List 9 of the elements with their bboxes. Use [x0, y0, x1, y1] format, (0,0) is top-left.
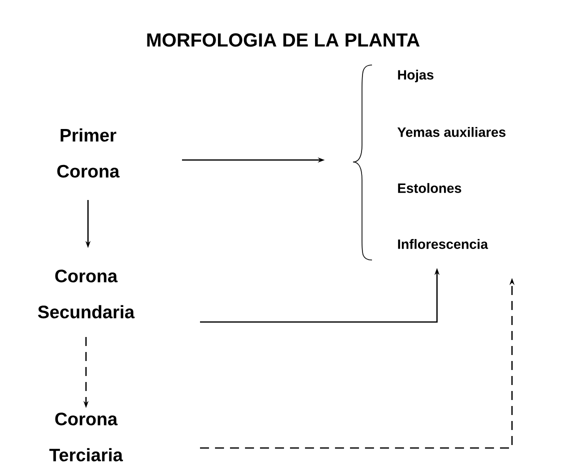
title: MORFOLOGIA DE LA PLANTA	[147, 33, 420, 47]
node-label: Primer Corona	[57, 128, 120, 178]
node-label: Corona Secundaria	[38, 270, 135, 318]
list-item: Yemas auxiliares	[397, 127, 506, 137]
brace	[352, 64, 372, 260]
list-item: Hojas	[398, 70, 434, 82]
list-item: Estolones	[398, 183, 462, 193]
list-item: Inflorescencia	[398, 239, 488, 249]
node-label: Corona Terciaria	[49, 412, 123, 462]
